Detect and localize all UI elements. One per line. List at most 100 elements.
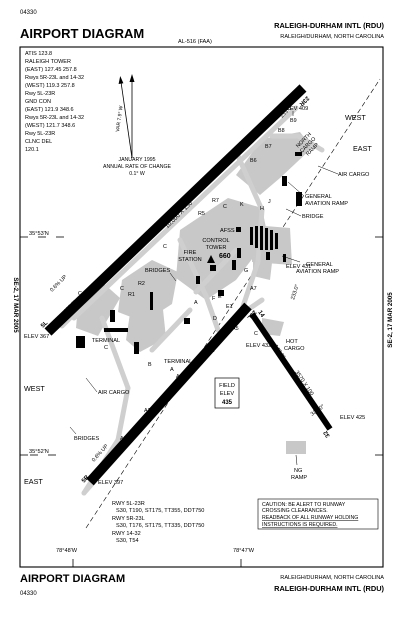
taxiway-label: R1 (128, 292, 135, 298)
terminal-a-label: A (170, 367, 174, 373)
taxiway-label: C (120, 286, 124, 292)
ga-ramp-label: GENERAL (305, 194, 332, 200)
area-label-east: EAST (353, 144, 372, 153)
runway-slope: 0.6% UP (49, 274, 69, 294)
taxiway-label: A4 (176, 374, 183, 380)
field-label: FIELD (219, 383, 235, 389)
fire-station-label: FIRE (184, 250, 197, 256)
caution-text: CROSSING CLEARANCES. (262, 508, 328, 514)
control-tower-height: 660 (219, 253, 231, 260)
taxiway-label: A2 (120, 436, 127, 442)
frequency-line: ATIS 123.8 (25, 51, 52, 57)
variation-note: 0.1° W (129, 171, 145, 177)
afss-building (236, 227, 241, 232)
frequency-line: Rwys 5R-23L and 14-32 (25, 115, 84, 121)
variation-value: VAR 7.9° W (115, 105, 125, 132)
header-location: RALEIGH/DURHAM, NORTH CAROLINA (280, 34, 384, 40)
frequency-line: 120.1 (25, 147, 39, 153)
header-chart-id: 04330 (20, 10, 37, 16)
fire-station-label: STATION (178, 257, 201, 263)
taxiway-label: B (148, 362, 152, 368)
declared-distances: RWY 5L-23R S30, T190, ST175, TT355, DDT7… (112, 501, 204, 544)
elevation-label: ELEV 431 (286, 264, 311, 270)
taxiway-label: R7 (212, 198, 219, 204)
bridge-label: BRIDGE (302, 214, 324, 220)
field-elevation-box (214, 377, 240, 409)
frequency-line: (WEST) 119.3 257.8 (25, 83, 75, 89)
latitude-label: 35°52'N (29, 449, 49, 455)
runway-5r-23l (86, 302, 252, 486)
elevation-label: ELEV 367 (24, 334, 49, 340)
taxiway-label: R5 (198, 211, 205, 217)
frequency-line: CLNC DEL (25, 139, 52, 145)
runway-end-23l: 23L (245, 309, 257, 321)
declared-values: S30, T190, ST175, TT355, DDT750 (116, 508, 204, 514)
hot-cargo-label: HOT (286, 339, 298, 345)
chart-frame (19, 46, 384, 568)
effective-date-left: SE-2, 17 MAR 2005 (12, 277, 19, 333)
taxiway-label: C (223, 204, 227, 210)
declared-values: S30, T54 (116, 538, 139, 544)
frequency-line: RALEIGH TOWER (25, 59, 71, 65)
taxiway-label: G (244, 268, 248, 274)
runway-end-32: 32 (323, 429, 332, 438)
declared-runway: RWY 5R-23L (112, 516, 145, 522)
taxiway-label: C (254, 331, 258, 337)
control-tower-label: TOWER (206, 245, 227, 251)
footer-location: RALEIGH/DURHAM, NORTH CAROLINA (280, 575, 384, 581)
effective-date-right: SE-2, 17 MAR 2005 (387, 292, 394, 348)
taxiway-label: J (268, 199, 271, 205)
taxiway-label: C (78, 291, 82, 297)
bridges-label: BRIDGES (74, 436, 99, 442)
footer-airport: RALEIGH-DURHAM INTL (RDU) (274, 584, 384, 593)
frequency-line: Rwys 5R-23L and 14-32 (25, 75, 84, 81)
taxiway-label: A (194, 300, 198, 306)
taxiway-label: E1 (226, 304, 233, 310)
taxiway-labels: C C C C C A A2 A3 A4 A5 A6 A7 B B6 B7 B8… (78, 118, 297, 442)
terminal-c-label: TERMINAL (92, 338, 120, 344)
terminal-c-label: C (104, 345, 108, 351)
latitude-label: 35°53'N (29, 231, 49, 237)
caution-text: CAUTION: BE ALERT TO RUNWAY (262, 502, 346, 508)
taxiway-label: C (163, 244, 167, 250)
frequency-line: (EAST) 121.9 348.6 (25, 107, 74, 113)
air-cargo-label: AIR CARGO (338, 172, 370, 178)
hot-cargo-label: CARGO (284, 346, 305, 352)
frequency-line: Rwy 5L-23R (25, 131, 55, 137)
declared-runway: RWY 5L-23R (112, 501, 145, 507)
field-elev-label: ELEV (220, 391, 235, 397)
runway-end-5l: 5L (40, 320, 49, 329)
frequency-line: (EAST) 127.45 257.8 (25, 67, 77, 73)
frequency-line: Rwy 5L-23R (25, 91, 55, 97)
runway-end-14: 14 (256, 310, 265, 319)
ga-ramp-label: GENERAL (306, 262, 333, 268)
elevation-label: ELEV 409 (283, 106, 308, 112)
taxiway-label: D (213, 316, 217, 322)
elevation-label: ELEV 432 (246, 343, 271, 349)
area-label-west: WEST (345, 113, 366, 122)
declared-runway: RWY 14-32 (112, 531, 141, 537)
control-tower-label: CONTROL (202, 238, 229, 244)
variation-note: JANUARY 1995 (118, 157, 155, 163)
ng-ramp-label: RAMP (291, 475, 307, 481)
boundary-line (85, 78, 381, 529)
buildings (76, 152, 302, 354)
runway-end-5r: 5R (81, 474, 91, 484)
caution-text: READBACK OF ALL RUNWAY HOLDING (262, 515, 358, 521)
bridges-label: BRIDGES (145, 268, 170, 274)
taxiway-label: E (218, 294, 222, 300)
ng-ramp-label: NG (294, 468, 302, 474)
taxiway-label: K (240, 202, 244, 208)
coordinate-grid (20, 236, 383, 567)
taxiway-label: F (212, 296, 216, 302)
terminal-a-label: TERMINAL (164, 359, 192, 365)
area-label-west: WEST (24, 384, 45, 393)
longitude-label: 78°48'W (56, 548, 78, 554)
taxiway-label: A6 (208, 348, 215, 354)
taxiway-label: B6 (250, 158, 257, 164)
taxiway-label: A3 (144, 408, 151, 414)
frequency-line: (WEST) 121.7 348.6 (25, 123, 75, 129)
taxiway-label: A5 (232, 326, 239, 332)
taxiway-label: H (260, 206, 264, 212)
